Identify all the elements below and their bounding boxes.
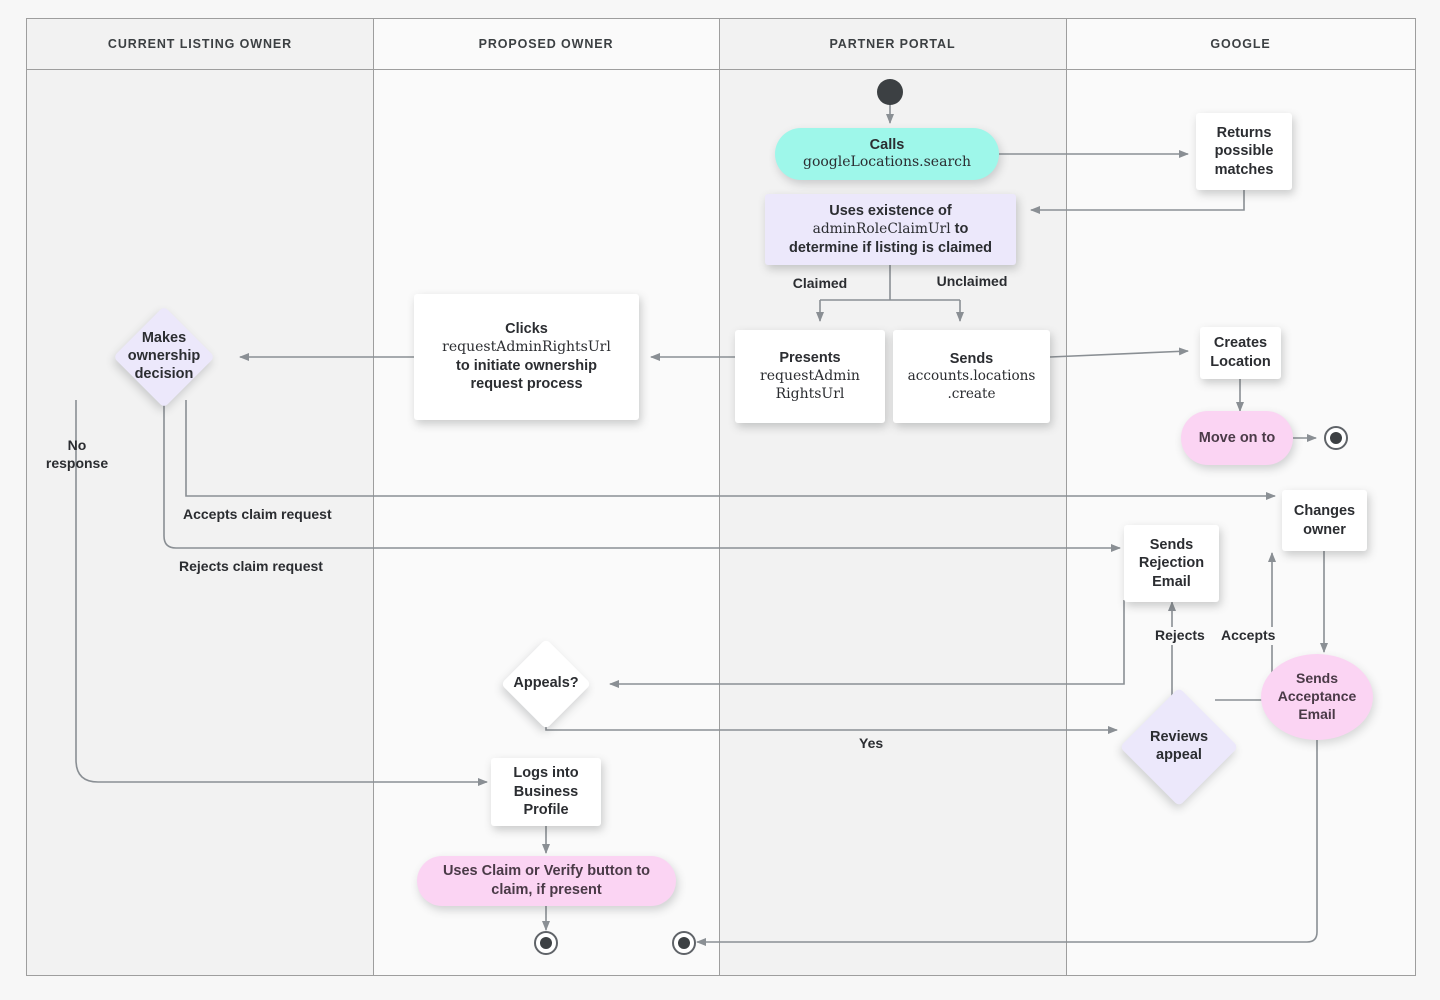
end-terminal-google xyxy=(1324,426,1348,450)
node-presents-line2: requestAdmin xyxy=(760,367,860,384)
node-calls-line1: Calls xyxy=(869,136,905,153)
node-uses-existence-of-adminroleclaimurl[interactable]: Uses existence of adminRoleClaimUrl to d… xyxy=(765,194,1016,265)
lane-header-rule xyxy=(27,69,1415,70)
node-appeals-decision[interactable]: Appeals? xyxy=(500,638,592,730)
node-uses-claim-or-verify-button[interactable]: Uses Claim or Verify button to claim, if… xyxy=(417,856,676,906)
node-clicks-line2: requestAdminRightsUrl xyxy=(442,338,611,355)
node-makes-ownership-decision[interactable]: Makes ownership decision xyxy=(113,306,215,408)
edge-label-claimed: Claimed xyxy=(792,275,848,291)
node-uses-line1: Uses existence of xyxy=(829,202,952,219)
node-sends-create-line2: accounts.locations xyxy=(907,368,1036,385)
node-calls-line2: googleLocations.search xyxy=(802,154,971,171)
lane-divider-3 xyxy=(1066,19,1067,975)
node-changes-owner[interactable]: Changes owner xyxy=(1282,490,1367,551)
node-uses-line3: determine if listing is claimed xyxy=(788,239,993,256)
lane-proposed-owner xyxy=(373,19,719,975)
node-sends-create-line3: .create xyxy=(947,385,996,402)
lane-current-listing-owner xyxy=(27,19,373,975)
node-reviews-appeal[interactable]: Reviews appeal xyxy=(1119,687,1239,807)
lane-title-proposed-owner: PROPOSED OWNER xyxy=(478,37,614,51)
node-creates-location[interactable]: Creates Location xyxy=(1200,327,1281,379)
start-terminal xyxy=(877,79,903,105)
node-sends-rejection-email[interactable]: Sends Rejection Email xyxy=(1124,525,1219,602)
edge-label-accepts-claim-request: Accepts claim request xyxy=(180,506,335,524)
node-returns-possible-matches[interactable]: Returns possible matches xyxy=(1196,113,1292,190)
node-makes-ownership-decision-label: Makes ownership decision xyxy=(127,330,201,382)
lane-divider-2 xyxy=(719,19,720,975)
edge-label-unclaimed: Unclaimed xyxy=(936,273,1008,289)
node-clicks-requestadminrightsurl[interactable]: Clicks requestAdminRightsUrl to initiate… xyxy=(414,294,639,420)
node-sends-acceptance-email[interactable]: Sends Acceptance Email xyxy=(1261,654,1373,740)
node-sends-accounts-locations-create[interactable]: Sends accounts.locations .create xyxy=(893,330,1050,423)
node-clicks-line3: to initiate ownership xyxy=(456,357,597,374)
edge-label-rejects-claim-request: Rejects claim request xyxy=(176,558,326,576)
end-terminal-proposed-owner xyxy=(534,931,558,955)
node-uses-line2: adminRoleClaimUrl to xyxy=(812,221,969,238)
lane-title-current-listing-owner: CURRENT LISTING OWNER xyxy=(107,37,293,51)
node-reviews-appeal-label: Reviews appeal xyxy=(1149,729,1209,763)
lane-divider-1 xyxy=(373,19,374,975)
edge-label-no-response: No response xyxy=(45,437,109,471)
edge-label-accepts: Accepts xyxy=(1218,627,1279,645)
lane-title-partner-portal: PARTNER PORTAL xyxy=(829,37,956,51)
node-calls-google-locations-search[interactable]: Calls googleLocations.search xyxy=(775,128,999,180)
node-presents-line1: Presents xyxy=(779,350,841,367)
edge-label-rejects: Rejects xyxy=(1152,627,1208,645)
node-sends-create-line1: Sends xyxy=(949,350,994,367)
node-presents-requestadminrightsurl[interactable]: Presents requestAdmin RightsUrl xyxy=(735,330,885,423)
lane-title-google: GOOGLE xyxy=(1210,37,1271,51)
node-clicks-line4: request process xyxy=(470,376,583,393)
edge-label-yes: Yes xyxy=(856,735,887,753)
node-move-on-to[interactable]: Move on to xyxy=(1181,411,1293,465)
node-appeals-label: Appeals? xyxy=(513,675,579,692)
node-logs-into-business-profile[interactable]: Logs into Business Profile xyxy=(491,758,601,826)
node-clicks-line1: Clicks xyxy=(505,321,548,338)
node-presents-line3: RightsUrl xyxy=(775,385,845,402)
end-terminal-partner-portal xyxy=(672,931,696,955)
